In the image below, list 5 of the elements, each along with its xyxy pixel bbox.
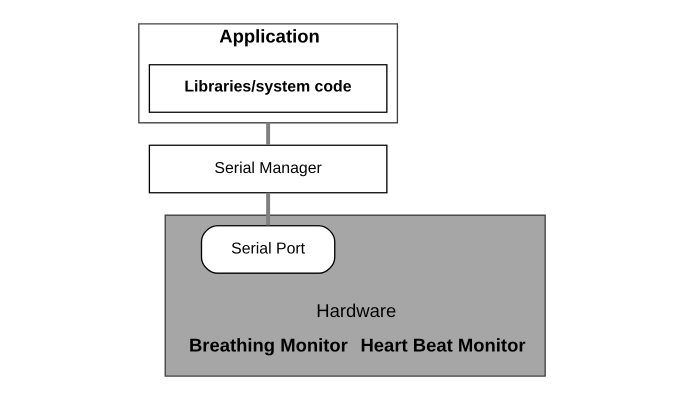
- node-box: Serial Port: [200, 225, 336, 274]
- node-box: Libraries/system code: [148, 64, 388, 113]
- connector: [266, 122, 270, 145]
- node-box: Serial Manager: [148, 144, 388, 194]
- connector: [266, 192, 270, 226]
